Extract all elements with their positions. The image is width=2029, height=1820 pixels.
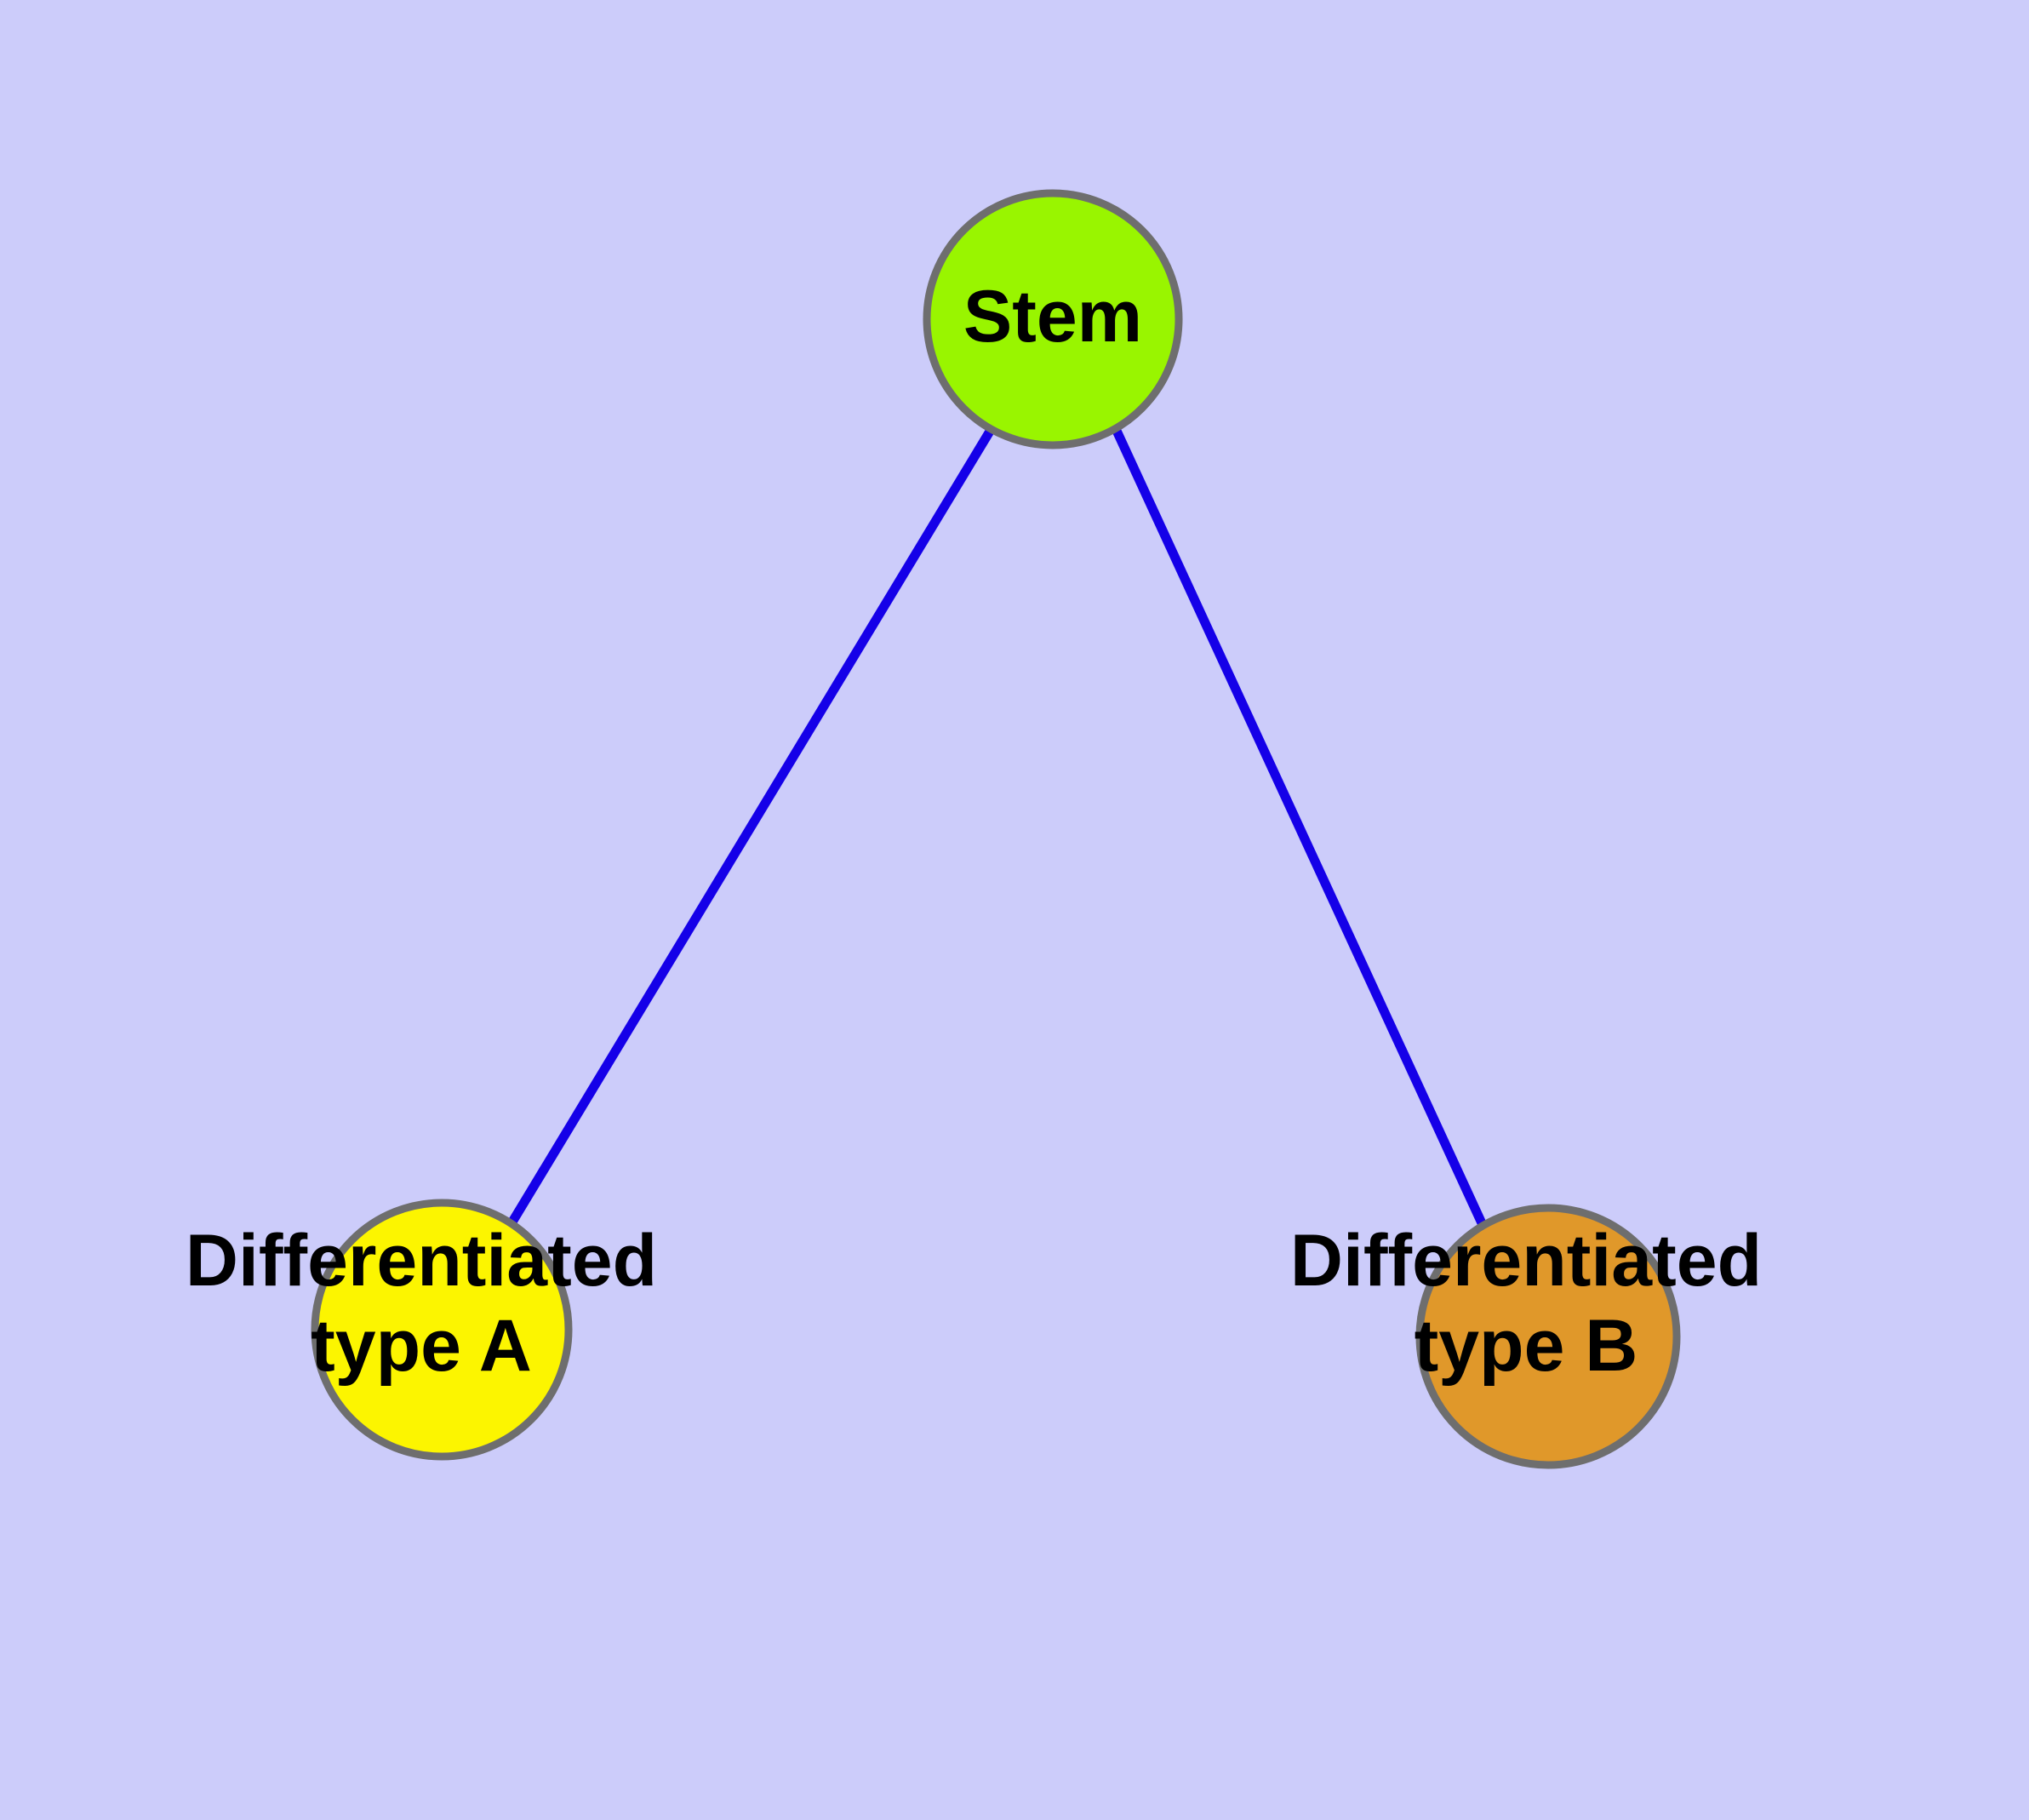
node-differentiated-type-b-circle[interactable] xyxy=(1415,1204,1681,1469)
node-label-line: Stem xyxy=(963,276,1142,358)
node-stem-circle[interactable] xyxy=(923,189,1183,449)
edge-stem-to-differentiated-type-b[interactable] xyxy=(1112,428,1487,1228)
node-differentiated-type-a-circle[interactable] xyxy=(311,1199,573,1461)
edge-stem-to-differentiated-type-a[interactable] xyxy=(507,427,995,1226)
node-stem[interactable]: Stem xyxy=(923,189,1183,449)
edges-group xyxy=(507,427,1487,1228)
node-stem-label: Stem xyxy=(963,276,1142,358)
node-label-line: Differentiated xyxy=(1290,1220,1762,1302)
node-label-line: type B xyxy=(1415,1305,1638,1387)
node-label-line: Differentiated xyxy=(186,1220,657,1302)
node-label-line: type A xyxy=(311,1305,532,1387)
